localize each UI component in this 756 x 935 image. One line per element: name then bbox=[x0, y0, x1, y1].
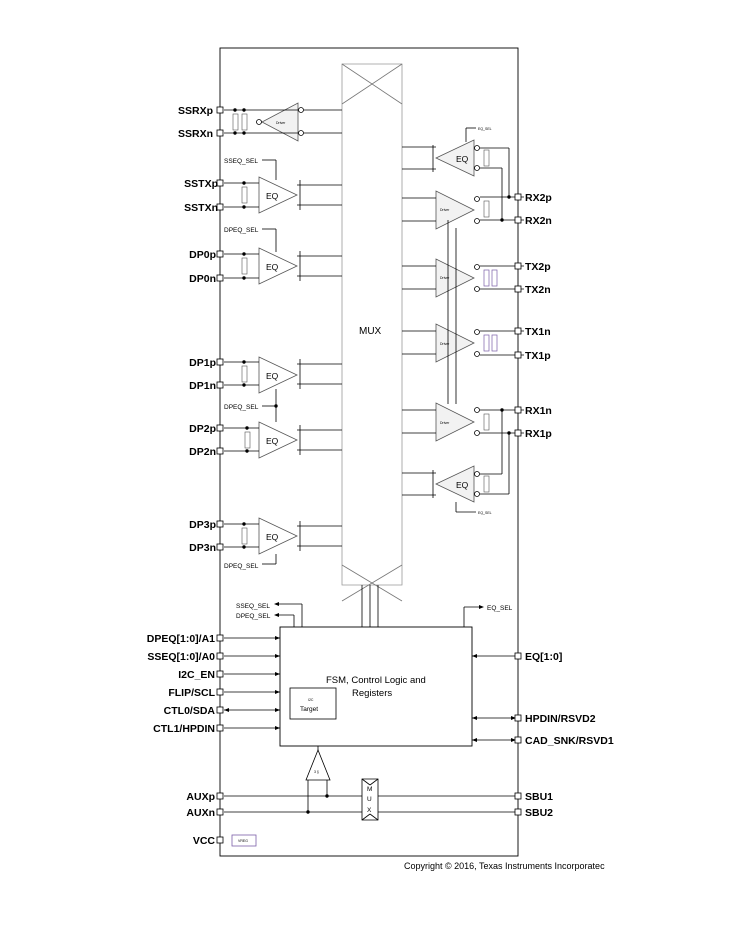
pin-dp3n: DP3n bbox=[189, 542, 216, 554]
pin-rx1n: RX1n bbox=[525, 405, 552, 417]
right-pins bbox=[514, 193, 522, 816]
sbu-mux-m: M bbox=[367, 786, 372, 793]
fsm-sseq-sel-label: SSEQ_SEL bbox=[236, 603, 270, 610]
rx2-driver-label: Driver bbox=[440, 208, 450, 212]
rx1-driver: Driver bbox=[402, 402, 524, 442]
rx1-eq: EQ_SEL EQ bbox=[402, 410, 510, 515]
rx1-driver-label: Driver bbox=[440, 421, 450, 425]
pin-rx2n: RX2n bbox=[525, 215, 552, 227]
pin-sseq: SSEQ[1:0]/A0 bbox=[147, 651, 215, 663]
sbu-mux-u: U bbox=[367, 796, 372, 803]
dpeq-sel-label-top: DPEQ_SEL bbox=[224, 227, 259, 234]
pin-sstxp: SSTXp bbox=[184, 178, 218, 190]
sseq-sel-label: SSEQ_SEL bbox=[224, 158, 258, 165]
dp1-eq-label: EQ bbox=[266, 371, 279, 381]
dpeq-sel-label-mid: DPEQ_SEL bbox=[224, 404, 259, 411]
i2c-label-line1: I2C bbox=[308, 698, 314, 702]
vreg-box bbox=[231, 834, 257, 847]
pin-rx2p: RX2p bbox=[525, 192, 552, 204]
rx2-driver: Driver bbox=[402, 190, 524, 230]
dp3-eq: EQ DPEQ_SEL bbox=[224, 517, 342, 570]
pin-tx2p: TX2p bbox=[525, 261, 551, 273]
fsm-label-line2: Registers bbox=[352, 688, 392, 699]
pin-dp2p: DP2p bbox=[189, 423, 216, 435]
pin-rx1p: RX1p bbox=[525, 428, 552, 440]
pin-sbu1: SBU1 bbox=[525, 791, 553, 803]
fsm-eq-sel-label: EQ_SEL bbox=[487, 605, 513, 612]
vreg-label: VREG bbox=[238, 839, 248, 843]
hpd-buffer: 3 § bbox=[305, 746, 331, 812]
pin-sbu2: SBU2 bbox=[525, 807, 553, 819]
central-mux: MUX bbox=[341, 63, 403, 602]
pin-ssrxp: SSRXp bbox=[178, 105, 213, 117]
tx2-driver-label: Driver bbox=[440, 276, 450, 280]
pin-auxn: AUXn bbox=[186, 807, 215, 819]
pin-cad: CAD_SNK/RSVD1 bbox=[525, 735, 614, 747]
dpeq-sel-mid: DPEQ_SEL bbox=[224, 389, 278, 422]
eq-sel-small-top: EQ_SEL bbox=[478, 127, 492, 131]
pin-flip: FLIP/SCL bbox=[168, 687, 215, 699]
pin-ssrxn: SSRXn bbox=[178, 128, 213, 140]
pin-dp1n: DP1n bbox=[189, 380, 216, 392]
fsm-label-line1: FSM, Control Logic and bbox=[326, 675, 426, 686]
i2c-target-box bbox=[289, 687, 337, 720]
pin-tx1n: TX1n bbox=[525, 326, 551, 338]
pin-dp1p: DP1p bbox=[189, 357, 216, 369]
pin-ctl1: CTL1/HPDIN bbox=[153, 723, 215, 735]
pin-dp2n: DP2n bbox=[189, 446, 216, 458]
ssrx-driver: Driver bbox=[224, 102, 342, 142]
pin-vcc: VCC bbox=[193, 835, 216, 847]
dp0-eq-label: EQ bbox=[266, 262, 279, 272]
rx1-eq-label: EQ bbox=[456, 480, 469, 490]
hpd-buffer-label: 3 § bbox=[314, 770, 319, 774]
tx2-driver: Driver bbox=[402, 258, 524, 298]
pin-tx1p: TX1p bbox=[525, 350, 551, 362]
sbu-mux: M U X bbox=[361, 778, 379, 821]
mux-label: MUX bbox=[359, 326, 382, 337]
pin-sstxn: SSTXn bbox=[184, 202, 218, 214]
dpeq-sel-label-bottom: DPEQ_SEL bbox=[224, 563, 259, 570]
rx2-eq-label: EQ bbox=[456, 154, 469, 164]
sstx-eq: SSEQ_SEL EQ bbox=[224, 158, 342, 214]
i2c-label-line2: Target bbox=[300, 706, 318, 713]
left-pins bbox=[216, 106, 224, 844]
fsm-block: FSM, Control Logic and Registers I2C Tar… bbox=[279, 626, 473, 747]
dp0-eq: DPEQ_SEL EQ bbox=[224, 227, 342, 285]
pin-ctl0: CTL0/SDA bbox=[164, 705, 216, 717]
dp1-eq: EQ bbox=[224, 356, 342, 394]
pin-dp3p: DP3p bbox=[189, 519, 216, 531]
sbu-mux-x: X bbox=[367, 807, 372, 814]
dp2-eq-label: EQ bbox=[266, 436, 279, 446]
dp3-eq-label: EQ bbox=[266, 532, 279, 542]
pin-i2c-en: I2C_EN bbox=[178, 669, 215, 681]
fsm-dpeq-sel-label: DPEQ_SEL bbox=[236, 613, 271, 620]
copyright-text: Copyright © 2016, Texas Instruments Inco… bbox=[404, 861, 605, 871]
pin-dp0p: DP0p bbox=[189, 249, 216, 261]
rx2-eq: EQ_SEL EQ bbox=[402, 127, 510, 220]
eq-sel-small-bottom: EQ_SEL bbox=[478, 511, 492, 515]
pin-eq: EQ[1:0] bbox=[525, 651, 562, 663]
pin-dp0n: DP0n bbox=[189, 273, 216, 285]
pin-tx2n: TX2n bbox=[525, 284, 551, 296]
sstx-eq-label: EQ bbox=[266, 191, 279, 201]
tx1-driver: Driver bbox=[402, 323, 524, 363]
pin-dpeq: DPEQ[1:0]/A1 bbox=[147, 633, 215, 645]
ssrx-driver-label: Driver bbox=[276, 121, 286, 125]
tx1-driver-label: Driver bbox=[440, 342, 450, 346]
pin-hpdin: HPDIN/RSVD2 bbox=[525, 713, 596, 725]
dp2-eq: EQ bbox=[224, 421, 342, 459]
pin-auxp: AUXp bbox=[186, 791, 215, 803]
